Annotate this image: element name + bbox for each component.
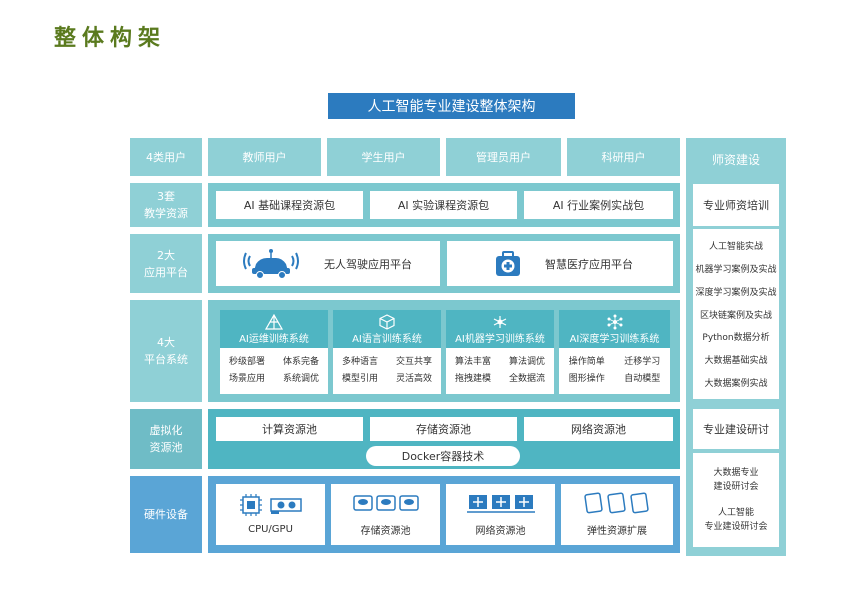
hardware-storage-label: 存储资源池 <box>360 526 411 537</box>
platform-autonomous: 无人驾驶应用平台 <box>216 241 440 286</box>
resource-experiment: AI 实验课程资源包 <box>370 191 517 219</box>
faculty-training: 专业师资培训 <box>693 184 779 226</box>
system-ops: AI运维训练系统 秒级部署 体系完备 场景应用 系统调优 <box>220 310 328 394</box>
feature: 自动模型 <box>624 374 661 384</box>
hardware-network-label: 网络资源池 <box>475 526 526 537</box>
system-language: AI语言训练系统 多种语言 交互共享 模型引用 灵活高效 <box>333 310 441 394</box>
user-researcher: 科研用户 <box>567 138 680 176</box>
feature: 场景应用 <box>228 374 265 384</box>
hardware-storage: 存储资源池 <box>331 484 440 545</box>
network-switch-icon <box>466 495 535 513</box>
elastic-resource-icon <box>584 492 649 514</box>
hardware-elastic-label: 弹性资源扩展 <box>587 526 647 537</box>
page-title: 整体构架 <box>54 26 167 51</box>
system-dl-header: AI深度学习训练系统 <box>559 310 670 348</box>
feature: 交互共享 <box>395 357 432 367</box>
feature: 秒级部署 <box>228 357 265 367</box>
car-icon <box>240 247 302 281</box>
feature: 灵活高效 <box>395 374 432 384</box>
feature: 全数据流 <box>508 374 545 384</box>
feature: 模型引用 <box>341 374 378 384</box>
seminar-list: 大数据专业 建设研讨会 人工智能 专业建设研讨会 <box>693 453 779 547</box>
system-ops-features: 秒级部署 体系完备 场景应用 系统调优 <box>220 348 328 384</box>
feature: 算法丰富 <box>454 357 491 367</box>
resource-basic: AI 基础课程资源包 <box>216 191 363 219</box>
resource-industry: AI 行业案例实战包 <box>524 191 673 219</box>
hardware-cpu-gpu: CPU/GPU <box>216 484 325 545</box>
hardware-elastic: 弹性资源扩展 <box>561 484 673 545</box>
system-ops-header: AI运维训练系统 <box>220 310 328 348</box>
training-item: 区块链案例及实战 <box>699 310 772 321</box>
training-item: 大数据基础实战 <box>704 356 768 367</box>
system-ml-header: AI机器学习训练系统 <box>446 310 554 348</box>
platform-medical: 智慧医疗应用平台 <box>447 241 673 286</box>
feature: 图形操作 <box>568 374 605 384</box>
system-ml: AI机器学习训练系统 算法丰富 算法调优 拖拽建模 全数据流 <box>446 310 554 394</box>
user-admin: 管理员用户 <box>446 138 561 176</box>
cpu-gpu-icon <box>239 494 302 516</box>
training-item: 机器学习案例及实战 <box>695 264 777 275</box>
system-ml-features: 算法丰富 算法调优 拖拽建模 全数据流 <box>446 348 554 384</box>
feature: 迁移学习 <box>624 357 661 367</box>
medical-kit-icon <box>493 249 523 279</box>
system-ops-name: AI运维训练系统 <box>239 333 309 345</box>
user-student: 学生用户 <box>327 138 440 176</box>
dl-network-icon <box>607 314 622 329</box>
ops-pyramid-icon <box>265 313 283 330</box>
storage-disk-icon <box>352 495 419 511</box>
docker-technology: Docker容器技术 <box>366 446 520 466</box>
training-item: 人工智能实战 <box>708 241 763 252</box>
platform-medical-label: 智慧医疗应用平台 <box>545 257 633 271</box>
row-label-virtual: 虚拟化 资源池 <box>130 409 202 469</box>
pool-storage: 存储资源池 <box>370 417 517 441</box>
user-teacher: 教师用户 <box>208 138 321 176</box>
row-label-resources: 3套 教学资源 <box>130 183 202 227</box>
training-item: 深度学习案例及实战 <box>695 287 777 298</box>
system-dl-features: 操作简单 迁移学习 图形操作 自动模型 <box>559 348 670 384</box>
feature: 体系完备 <box>282 357 319 367</box>
feature: 操作简单 <box>568 357 605 367</box>
training-list: 人工智能实战 机器学习案例及实战 深度学习案例及实战 区块链案例及实战 Pyth… <box>693 229 779 399</box>
hardware-cpu-gpu-label: CPU/GPU <box>248 524 293 535</box>
system-language-name: AI语言训练系统 <box>352 333 422 345</box>
language-cube-icon <box>379 313 395 330</box>
system-language-features: 多种语言 交互共享 模型引用 灵活高效 <box>333 348 441 384</box>
row-label-hardware: 硬件设备 <box>130 476 202 553</box>
system-ml-name: AI机器学习训练系统 <box>455 333 545 345</box>
system-dl-name: AI深度学习训练系统 <box>569 333 660 345</box>
system-language-header: AI语言训练系统 <box>333 310 441 348</box>
row-label-users: 4类用户 <box>130 138 202 176</box>
training-item: Python数据分析 <box>702 333 770 344</box>
row-label-systems: 4大 平台系统 <box>130 300 202 402</box>
feature: 拖拽建模 <box>454 374 491 384</box>
ml-network-icon <box>493 315 507 328</box>
seminar-item: 大数据专业 建设研讨会 <box>713 467 759 492</box>
seminar-item: 人工智能 专业建设研讨会 <box>704 508 768 533</box>
pool-compute: 计算资源池 <box>216 417 363 441</box>
faculty-header: 师资建设 <box>711 152 760 167</box>
pool-network: 网络资源池 <box>524 417 673 441</box>
hardware-network: 网络资源池 <box>446 484 555 545</box>
feature: 多种语言 <box>341 357 378 367</box>
row-label-platforms: 2大 应用平台 <box>130 234 202 293</box>
system-dl: AI深度学习训练系统 操作简单 迁移学习 图形操作 自动模型 <box>559 310 670 394</box>
feature: 算法调优 <box>508 357 545 367</box>
faculty-seminar: 专业建设研讨 <box>693 409 779 449</box>
platform-autonomous-label: 无人驾驶应用平台 <box>324 257 412 271</box>
training-item: 大数据案例实战 <box>704 379 768 390</box>
feature: 系统调优 <box>282 374 319 384</box>
architecture-banner: 人工智能专业建设整体架构 <box>328 93 575 119</box>
